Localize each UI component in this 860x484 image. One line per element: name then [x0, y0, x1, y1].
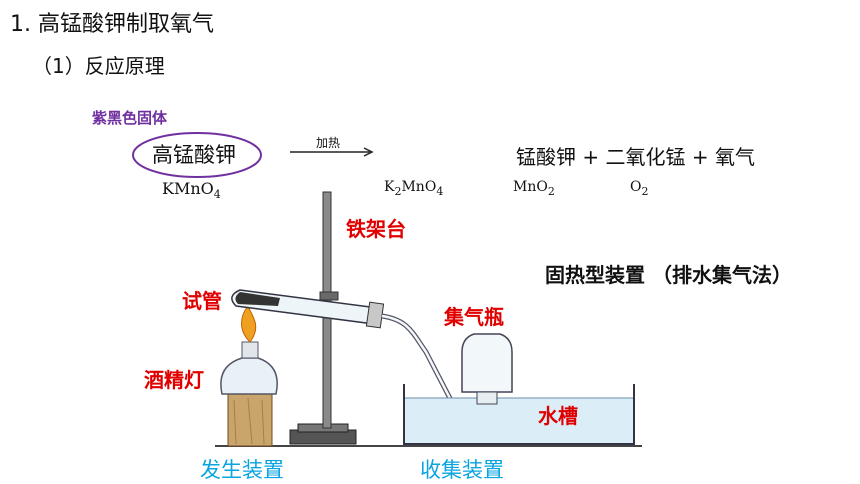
reaction-condition: 加热 — [316, 136, 341, 150]
reactant-ellipse — [132, 132, 262, 178]
water-trough — [403, 384, 635, 445]
label-gas-bottle: 集气瓶 — [444, 305, 504, 329]
formula-k2mno4: K2MnO4 — [384, 179, 444, 198]
label-test-tube: 试管 — [182, 289, 222, 313]
color-note: 紫黑色固体 — [92, 109, 168, 127]
reaction-arrow — [290, 147, 374, 157]
gas-bottle — [461, 333, 513, 405]
label-collector: 收集装置 — [420, 458, 504, 482]
formula-kmno4: KMnO4 — [162, 179, 221, 202]
page-title: 1. 高锰酸钾制取氧气 — [10, 12, 214, 37]
device-type-label: 固热型装置 （排水集气法） — [545, 263, 792, 287]
reactant-name: 高锰酸钾 — [152, 143, 236, 167]
formula-mno2: MnO2 — [513, 179, 555, 198]
wood-block — [227, 393, 273, 447]
label-water-trough: 水槽 — [538, 404, 578, 428]
section-heading: （1）反应原理 — [32, 54, 165, 78]
test-tube — [231, 289, 385, 329]
label-generator: 发生装置 — [200, 458, 284, 482]
products-text: 锰酸钾 + 二氧化锰 + 氧气 — [516, 145, 755, 169]
label-alcohol-lamp: 酒精灯 — [144, 368, 204, 392]
alcohol-lamp — [220, 305, 278, 395]
label-iron-stand: 铁架台 — [346, 217, 406, 241]
formula-o2: O2 — [630, 179, 649, 198]
